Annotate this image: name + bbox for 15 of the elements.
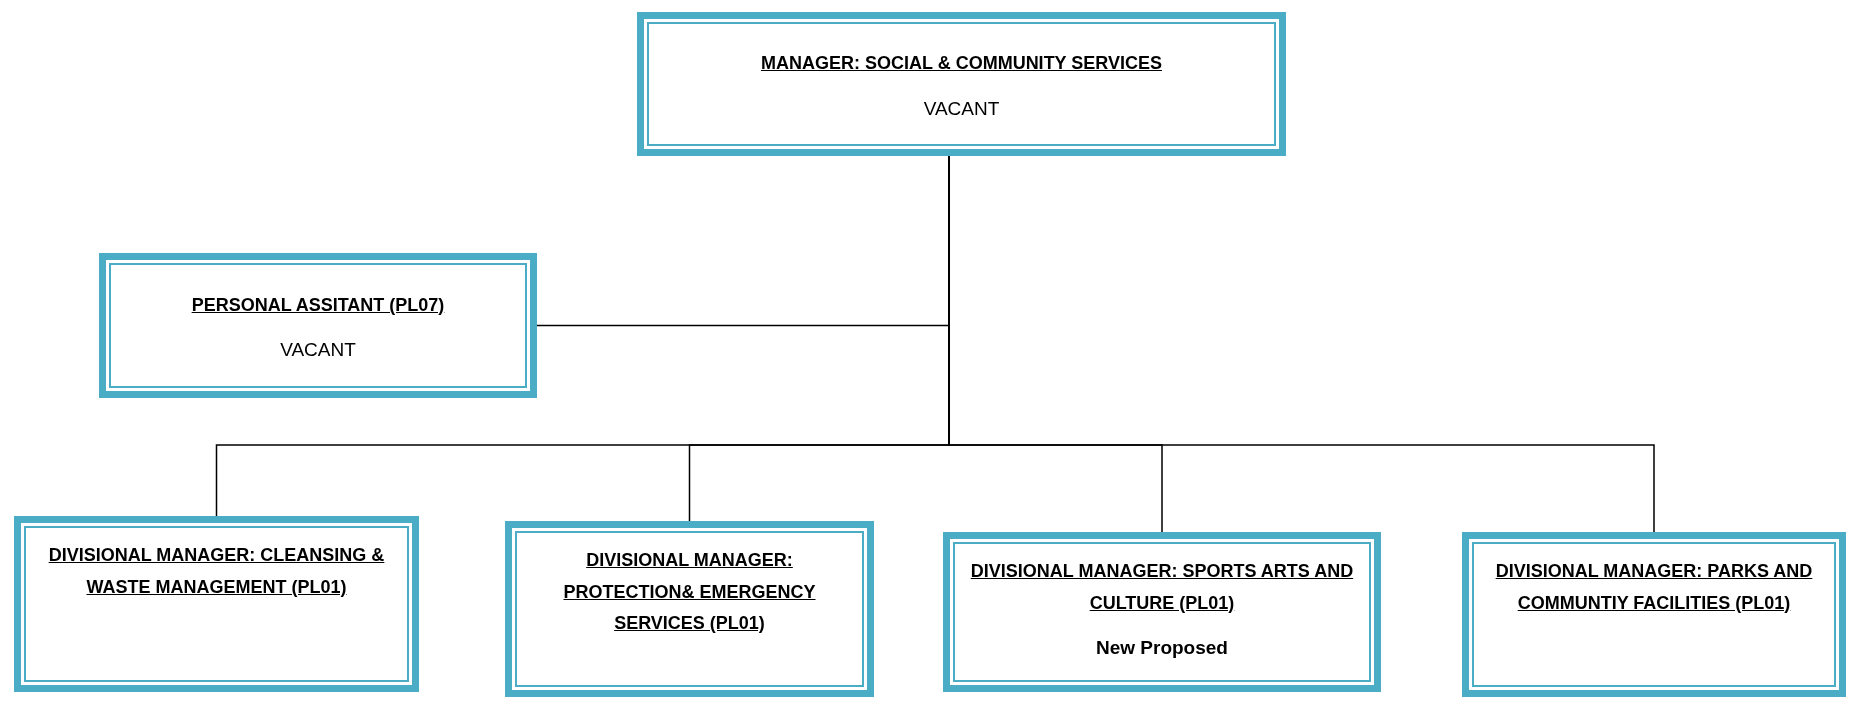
position-box xyxy=(505,521,874,697)
position-title: DIVISIONAL MANAGER: PARKS AND COMMUNTIY FACILITIES (PL01) xyxy=(1494,560,1814,615)
position-box xyxy=(637,12,1286,156)
position-title: DIVISIONAL MANAGER: PROTECTION& EMERGENCY SERVICES (PL01) xyxy=(562,549,817,635)
position-status: New Proposed xyxy=(1096,637,1228,659)
position-title: DIVISIONAL MANAGER: SPORTS ARTS AND CULTURE (PL01) xyxy=(969,560,1355,615)
position-title: PERSONAL ASSITANT (PL07) xyxy=(191,293,445,317)
position-status: VACANT xyxy=(923,97,1000,120)
position-title: DIVISIONAL MANAGER: CLEANSING & WASTE MANAGEMENT (PL01) xyxy=(47,544,386,599)
position-title: MANAGER: SOCIAL & COMMUNITY SERVICES xyxy=(760,52,1162,76)
position-status: VACANT xyxy=(280,339,356,362)
position-box xyxy=(1462,532,1846,697)
position-box xyxy=(943,532,1381,692)
position-box xyxy=(99,253,537,398)
position-box xyxy=(14,516,419,692)
